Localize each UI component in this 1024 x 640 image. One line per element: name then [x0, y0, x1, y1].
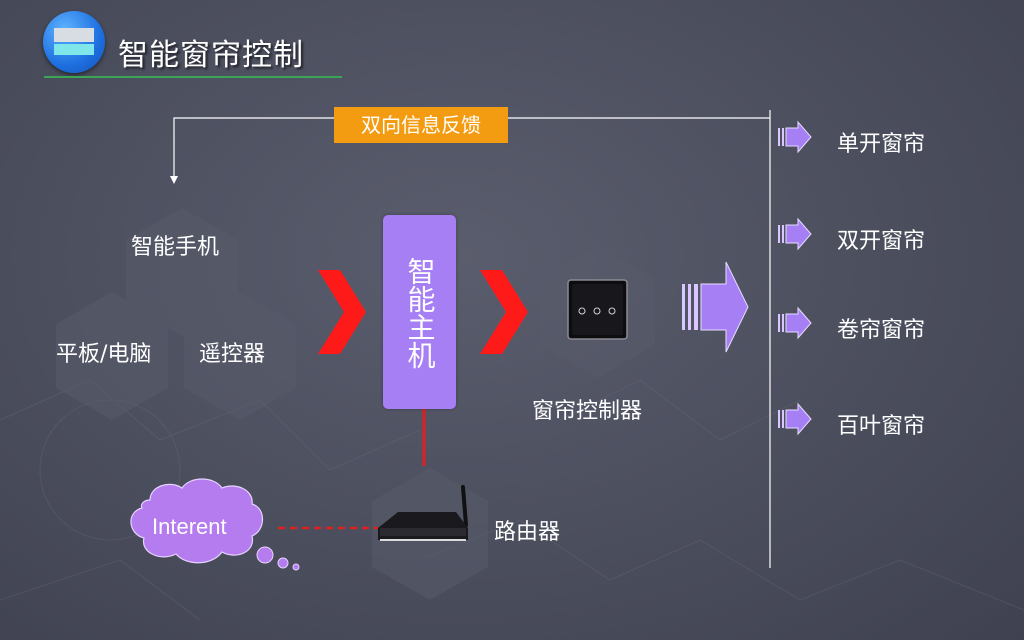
curtain-type-venetian: 百叶窗帘 [837, 414, 926, 439]
smart-hub-label: 智能主机 [403, 257, 437, 369]
background-texture [0, 379, 1024, 621]
logo-blind-slat [54, 28, 94, 42]
window-blind-icon [43, 11, 105, 73]
logo-blind-window [54, 44, 94, 55]
arrow-small-icon [778, 402, 812, 436]
input-tablet-label: 平板/电脑 [56, 342, 152, 367]
feedback-label: 双向信息反馈 [334, 107, 508, 143]
hexagon-backdrops [56, 208, 655, 600]
hex-remote [184, 292, 296, 420]
curtain-type-single: 单开窗帘 [837, 132, 926, 157]
controller-label: 窗帘控制器 [532, 399, 643, 424]
feedback-arrowhead [170, 176, 178, 184]
chevron-inputs-to-hub-icon [318, 270, 366, 354]
chevron-hub-to-controller-icon [480, 270, 528, 354]
arrow-small-icon [778, 217, 812, 251]
curtain-type-arrows [778, 120, 812, 436]
router-label: 路由器 [494, 520, 561, 545]
curtain-switch-panel-icon [567, 279, 628, 340]
curtain-type-double: 双开窗帘 [837, 229, 926, 254]
feedback-path [173, 110, 771, 568]
input-remote-label: 遥控器 [199, 342, 266, 367]
smart-hub-box: 智能主机 [383, 215, 456, 409]
curtain-type-roller: 卷帘窗帘 [837, 318, 926, 343]
big-output-arrow-icon [682, 261, 749, 353]
page-title: 智能窗帘控制 [118, 38, 304, 73]
wifi-router-icon [378, 485, 468, 541]
internet-label: Interent [152, 514, 227, 539]
arrow-small-icon [778, 120, 812, 154]
hex-phone [126, 208, 238, 336]
arrow-small-icon [778, 306, 812, 340]
cloud-icon [130, 478, 300, 571]
title-underline [44, 76, 342, 78]
hex-tablet [56, 292, 168, 420]
input-phone-label: 智能手机 [131, 235, 220, 260]
